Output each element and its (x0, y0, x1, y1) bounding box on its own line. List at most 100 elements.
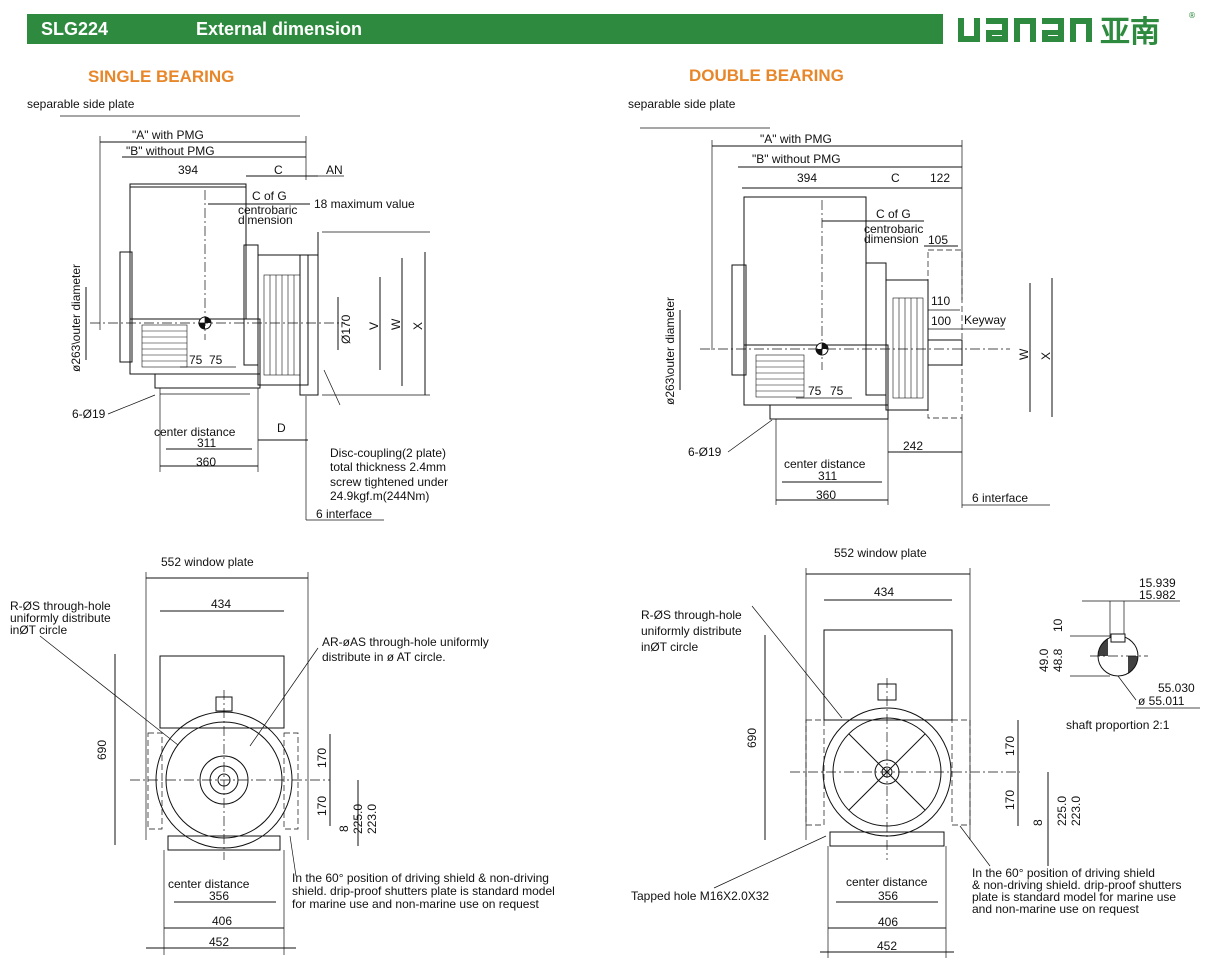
dim-d: D (277, 421, 286, 435)
dim-170a: 170 (315, 748, 329, 768)
position-note-5: & non-driving shield. drip-proof shutter… (972, 878, 1181, 892)
dim-394-2: 394 (797, 171, 817, 185)
dim-170d: 170 (1003, 790, 1017, 810)
page-title: External dimension (196, 19, 363, 39)
dim-110: 110 (931, 294, 950, 308)
dim-c: C (274, 163, 283, 177)
shaft-proportion: shaft proportion 2:1 (1066, 718, 1170, 732)
dim-356-2: 356 (878, 889, 898, 903)
svg-text:®: ® (1188, 11, 1196, 20)
dim-452: 452 (209, 935, 229, 949)
dim-488: 48.8 (1051, 648, 1065, 672)
window-plate: 552 window plate (161, 555, 254, 569)
position-note-7: and non-marine use on request (972, 902, 1139, 916)
dim-75a-2: 75 (808, 384, 822, 398)
through-hole-5: uniformly distribute (641, 624, 742, 638)
dim-55030: 55.030 (1158, 681, 1195, 695)
single-bearing-title: SINGLE BEARING (88, 67, 235, 86)
dim-434-2: 434 (874, 585, 894, 599)
dim-x-2: X (1039, 352, 1053, 360)
center-distance: center distance (154, 425, 236, 439)
dim-406: 406 (212, 914, 232, 928)
shaft-detail: 15.939 15.982 10 49.0 48.8 55.030 ø 55.0… (1037, 576, 1200, 732)
double-front-view: 552 window plate 434 R-ØS through-hole u… (631, 546, 1181, 958)
center-distance-3: center distance (168, 877, 250, 891)
dim-311-2: 311 (818, 469, 837, 483)
double-side-view: separable side plate "A" with PMG "B" wi… (628, 97, 1053, 508)
disc-note-4: 24.9kgf.m(244Nm) (330, 489, 429, 503)
center-distance-2: center distance (784, 457, 866, 471)
dim-100: 100 (931, 314, 951, 328)
c-of-g: C of G (252, 189, 287, 203)
dim-360: 360 (196, 455, 216, 469)
dim-75a: 75 (189, 353, 203, 367)
position-note-6: plate is standard model for marine use (972, 890, 1176, 904)
disc-note-1: Disc-coupling(2 plate) (330, 446, 446, 460)
position-note-4: In the 60° position of driving shield (972, 866, 1155, 880)
separable-label: separable side plate (27, 97, 135, 111)
dim-406-2: 406 (878, 915, 898, 929)
a-with-pmg-2: "A" with PMG (760, 132, 832, 146)
dim-an: AN (326, 163, 343, 177)
center-distance-4: center distance (846, 875, 928, 889)
dim-8: 8 (337, 825, 351, 832)
tapped-hole: Tapped hole M16X2.0X32 (631, 889, 769, 903)
dim-490: 49.0 (1037, 648, 1051, 672)
outer-diameter-2: ø263\outer diameter (663, 297, 677, 405)
dim-w-2: W (1017, 348, 1031, 360)
dim-170c: 170 (1003, 736, 1017, 756)
dim-356: 356 (209, 889, 229, 903)
brand-logo: 亚南 ® (958, 11, 1196, 48)
through-hole-2: uniformly distribute (10, 611, 111, 625)
dim-170: Ø170 (339, 314, 353, 344)
through-hole-3: inØT circle (10, 623, 67, 637)
window-plate-2: 552 window plate (834, 546, 927, 560)
holes-6-19: 6-Ø19 (72, 407, 106, 421)
a-with-pmg: "A" with PMG (132, 128, 204, 142)
dim-122: 122 (930, 171, 950, 185)
dim-223-2: 223.0 (1069, 796, 1083, 826)
b-without-pmg-2: "B" without PMG (752, 152, 841, 166)
dim-55011: ø 55.011 (1138, 694, 1185, 708)
dim-242: 242 (903, 439, 923, 453)
single-side-view: separable side plate "A" with PMG "B" wi… (27, 97, 448, 521)
dim-w: W (389, 318, 403, 330)
ar-note-2: distribute in ø AT circle. (322, 650, 446, 664)
dim-311: 311 (197, 436, 216, 450)
position-note-3: for marine use and non-marine use on req… (292, 897, 539, 911)
position-note-1: In the 60° position of driving shield & … (292, 871, 549, 885)
centrobaric: centrobaric (238, 203, 297, 217)
through-hole-6: inØT circle (641, 640, 698, 654)
dim-15939: 15.939 (1139, 576, 1176, 590)
dim-225-2: 225.0 (1055, 796, 1069, 826)
dim-10: 10 (1051, 618, 1065, 632)
dim-c-2: C (891, 171, 900, 185)
single-front-view: 552 window plate 434 R-ØS through-hole u… (10, 555, 555, 955)
position-note-2: shield. drip-proof shutters plate is sta… (292, 884, 555, 898)
keyway: Keyway (964, 313, 1006, 327)
logo-chinese: 亚南 (1100, 15, 1160, 48)
dimension-label-2: dimension (864, 232, 919, 246)
dim-394: 394 (178, 163, 198, 177)
separable-label-2: separable side plate (628, 97, 736, 111)
dimension-label: dimension (238, 213, 293, 227)
interface-6: 6 interface (316, 507, 372, 521)
dim-452-2: 452 (877, 939, 897, 953)
dim-v: V (367, 322, 381, 330)
b-without-pmg: "B" without PMG (126, 144, 215, 158)
centrobaric-2: centrobaric (864, 222, 923, 236)
dim-223: 223.0 (365, 804, 379, 834)
dim-690: 690 (95, 740, 109, 760)
dim-690-2: 690 (745, 728, 759, 748)
through-hole-4: R-ØS through-hole (641, 608, 742, 622)
max-value: 18 maximum value (314, 197, 415, 211)
holes-6-19-2: 6-Ø19 (688, 445, 722, 459)
header-bar: SLG224 External dimension (27, 14, 943, 44)
ar-note-1: AR-øAS through-hole uniformly (322, 635, 489, 649)
dim-15982: 15.982 (1139, 588, 1176, 602)
disc-note-3: screw tightened under (330, 475, 448, 489)
interface-6-2: 6 interface (972, 491, 1028, 505)
dim-8-2: 8 (1031, 819, 1045, 826)
disc-note-2: total thickness 2.4mm (330, 460, 446, 474)
